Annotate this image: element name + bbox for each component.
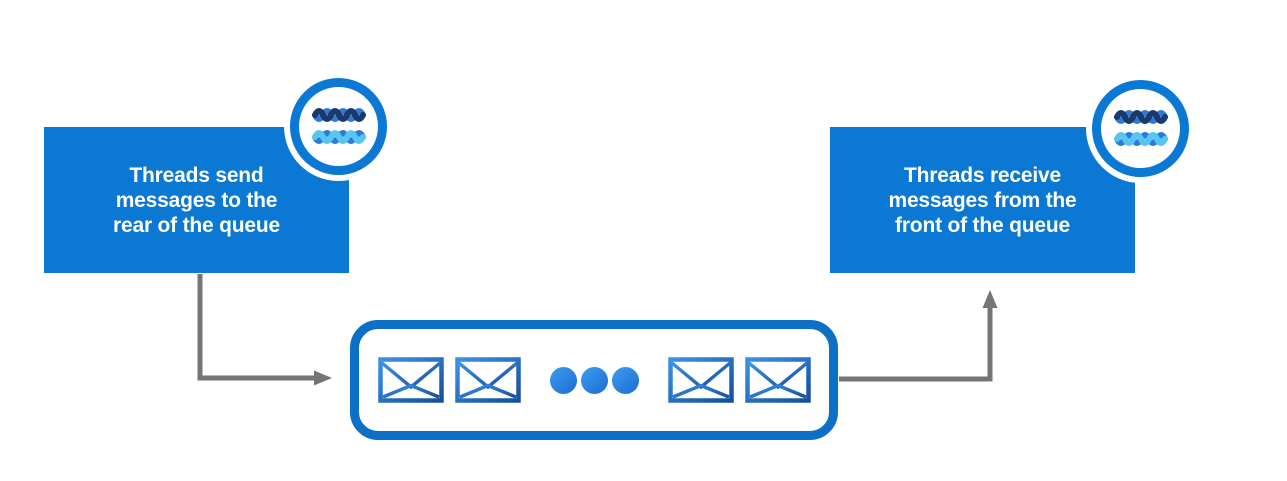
ellipsis-dot [549,366,577,394]
producer-card-line: Threads send [129,163,264,187]
threads-waves-icon [1113,106,1169,152]
queue-container [350,320,838,440]
consumer-card-line: messages from the [888,188,1077,212]
consumer-card-line: front of the queue [895,213,1070,237]
arrow-producer-to-queue [197,274,332,386]
producer-card-line: messages to the [115,188,278,212]
envelope-icon [378,357,444,403]
envelope-icon [668,357,734,403]
threads-waves-icon [311,104,367,150]
envelope-icon [455,357,521,403]
producer-card-line: rear of the queue [113,213,280,237]
consumer-card-line: Threads receive [904,163,1061,187]
queue-ellipsis [549,366,639,394]
consumer-card: Threads receive messages from the front … [830,127,1135,273]
ellipsis-dot [580,366,608,394]
ellipsis-dot [611,366,639,394]
consumer-threads-badge [1092,80,1189,177]
envelope-icon [745,357,811,403]
arrow-queue-to-consumer [839,290,998,382]
producer-threads-badge [290,78,387,175]
